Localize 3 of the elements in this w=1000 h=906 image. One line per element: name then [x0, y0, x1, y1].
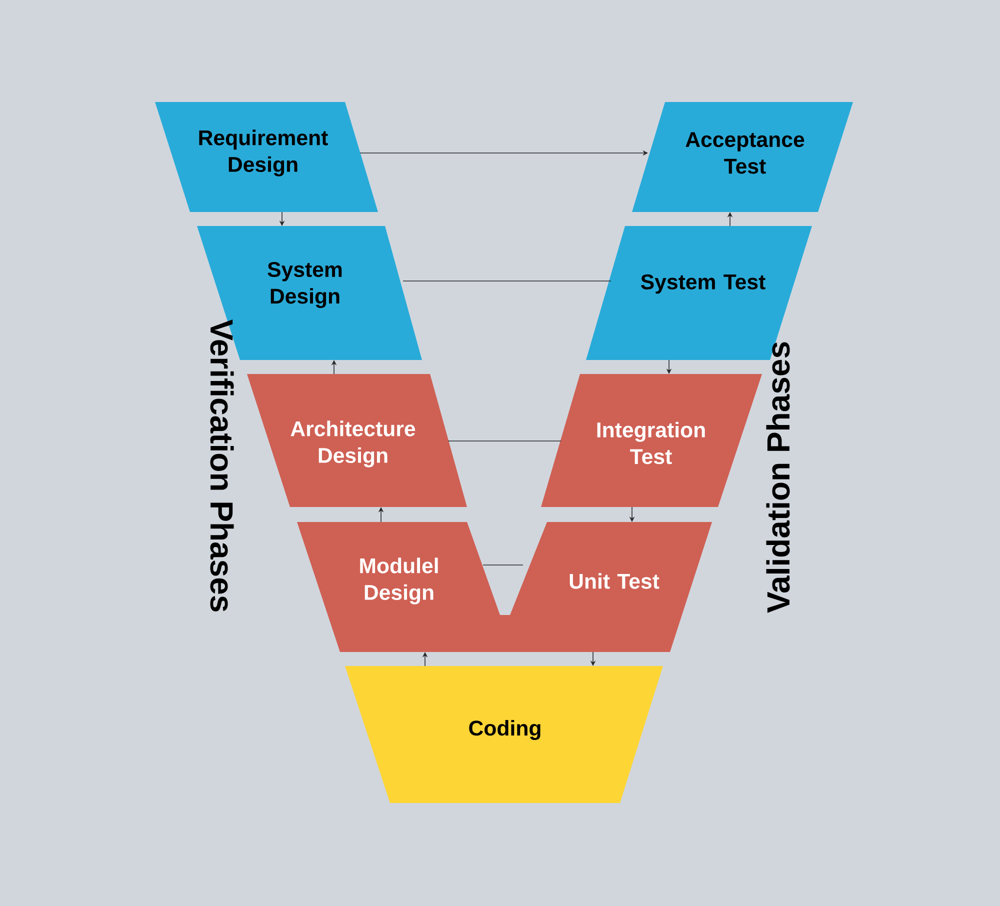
connector — [448, 440, 562, 442]
connector — [482, 564, 524, 566]
connector — [402, 280, 612, 282]
